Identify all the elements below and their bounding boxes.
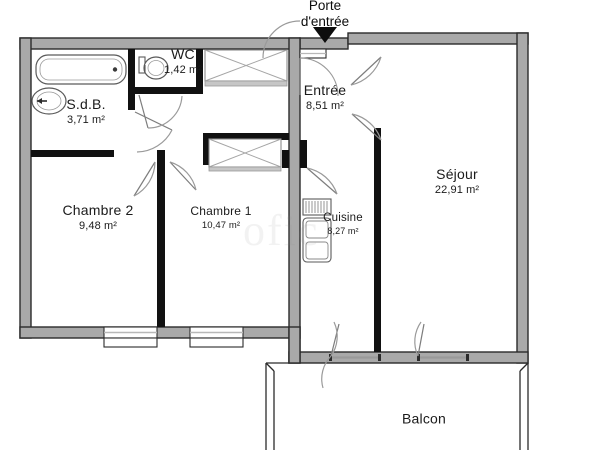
window-balcony-right <box>417 354 469 361</box>
toilet-icon <box>138 56 169 80</box>
closet-corridor <box>208 138 282 172</box>
door-chambre1 <box>169 161 197 191</box>
exterior-walls <box>19 32 529 364</box>
windows <box>103 48 469 361</box>
door-entree-main <box>262 20 339 97</box>
door-cuisine <box>306 167 338 195</box>
door-sejour-upper <box>350 56 382 86</box>
balcony-outline <box>265 362 529 450</box>
cooktop-icon <box>302 198 332 216</box>
kitchen-sink-icon <box>302 217 332 263</box>
window-balcony-left <box>329 354 381 361</box>
door-balcony-left <box>321 321 340 389</box>
door-swings <box>133 20 425 389</box>
window-entree-top <box>299 48 327 59</box>
interior-walls <box>31 49 381 352</box>
bathtub-icon <box>35 54 127 85</box>
door-chambre2 <box>133 161 156 197</box>
window-chambre2 <box>103 326 158 348</box>
closets <box>204 49 288 172</box>
door-balcony-right <box>414 321 425 357</box>
closet-top <box>204 49 288 87</box>
door-sejour-lower <box>351 113 382 141</box>
door-sdb <box>134 111 173 153</box>
door-wc <box>138 94 183 129</box>
entry-door-arrow-icon <box>313 27 337 43</box>
window-chambre1 <box>189 326 244 348</box>
bathroom-fixtures <box>31 54 169 115</box>
kitchen-fixtures <box>302 198 332 263</box>
washbasin-icon <box>31 87 67 115</box>
